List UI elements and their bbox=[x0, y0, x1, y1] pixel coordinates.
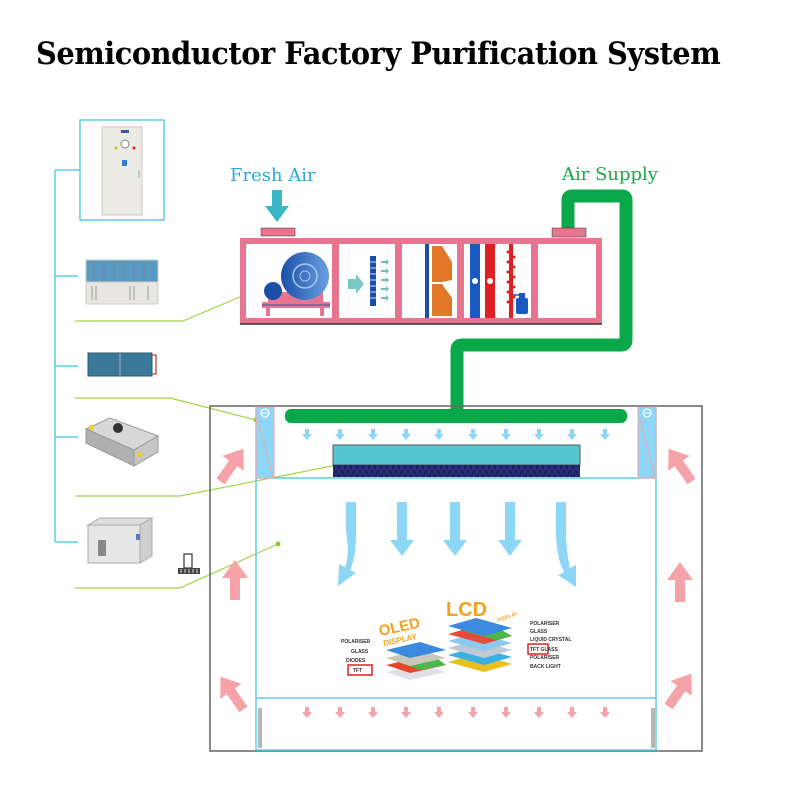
floor-return-arrow-icon bbox=[534, 707, 544, 718]
floor-return-arrow-icon bbox=[302, 707, 312, 718]
prefilter-icon bbox=[348, 256, 389, 306]
sensor-icon bbox=[178, 553, 200, 574]
fresh-air-arrow-icon bbox=[260, 190, 296, 237]
fresh-air-label: Fresh Air bbox=[230, 165, 316, 186]
air-cooled-chiller-icon[interactable] bbox=[85, 259, 159, 305]
fan-filter-unit-icon[interactable] bbox=[84, 417, 160, 467]
svg-text:POLARISER: POLARISER bbox=[341, 639, 371, 645]
downflow-arrow-icon bbox=[498, 502, 522, 556]
supply-plenum-duct bbox=[285, 409, 627, 423]
lcd-title: LCD bbox=[446, 599, 487, 621]
supply-arrow-icon bbox=[401, 429, 411, 440]
lcd-display-stack: LCD DISPLAY POLARISER GLASS LIQUID CRYST… bbox=[446, 599, 571, 672]
svg-text:TFT: TFT bbox=[353, 668, 362, 674]
floor-return-arrow-icon bbox=[401, 707, 411, 718]
supply-arrow-icon bbox=[534, 429, 544, 440]
supply-duct bbox=[450, 189, 633, 412]
svg-text:POLARISER: POLARISER bbox=[530, 621, 560, 627]
return-arrow-icon bbox=[664, 673, 692, 710]
supply-airflow-arrows bbox=[302, 429, 610, 440]
return-airflow-arrows bbox=[216, 448, 696, 713]
oled-display-stack: OLED DISPLAY POLARISER GLASS DIODES TFT bbox=[341, 615, 446, 680]
equipment-bus bbox=[54, 169, 80, 543]
floor-return-arrow-icon bbox=[468, 707, 478, 718]
coil-heat-exchanger-icon[interactable] bbox=[87, 352, 157, 377]
air-supply-label: Air Supply bbox=[561, 164, 659, 185]
return-air-column-right bbox=[637, 406, 657, 479]
hepa-filter bbox=[332, 444, 581, 477]
cleanroom-outer-wall bbox=[209, 405, 703, 752]
downflow-arrow-icon bbox=[443, 502, 467, 556]
return-air-column-left bbox=[255, 406, 275, 479]
svg-text:GLASS: GLASS bbox=[530, 629, 548, 635]
floor-return-arrow-icon bbox=[567, 707, 577, 718]
svg-text:POLARISER: POLARISER bbox=[530, 655, 560, 661]
air-supply-outlet bbox=[551, 227, 587, 238]
supply-arrow-icon bbox=[368, 429, 378, 440]
return-arrow-icon bbox=[220, 676, 248, 713]
svg-text:GLASS: GLASS bbox=[351, 649, 369, 655]
svg-text:BACK LIGHT: BACK LIGHT bbox=[530, 664, 561, 670]
air-handling-unit[interactable] bbox=[240, 238, 602, 325]
svg-text:LIQUID CRYSTAL: LIQUID CRYSTAL bbox=[530, 637, 571, 643]
supply-arrow-icon bbox=[600, 429, 610, 440]
curved-downflow-arrow-icon bbox=[556, 502, 576, 587]
floor-grille-left bbox=[258, 708, 262, 748]
return-arrow-icon bbox=[216, 448, 244, 485]
floor-return-arrow-icon bbox=[335, 707, 345, 718]
downflow-arrow-icon bbox=[390, 502, 414, 556]
supply-arrow-icon bbox=[567, 429, 577, 440]
supply-arrow-icon bbox=[501, 429, 511, 440]
floor-return-arrow-icon bbox=[368, 707, 378, 718]
floor-return-arrows bbox=[302, 707, 610, 718]
ceiling-air-handler-icon[interactable] bbox=[86, 517, 154, 564]
bag-filter-icon bbox=[425, 244, 452, 318]
supply-arrow-icon bbox=[468, 429, 478, 440]
lcd-subtitle: DISPLAY bbox=[497, 611, 520, 624]
diagram-title: Semiconductor Factory Purification Syste… bbox=[36, 36, 721, 72]
svg-text:DIODES: DIODES bbox=[346, 658, 366, 664]
control-cabinet-icon[interactable] bbox=[79, 119, 165, 221]
supply-arrow-icon bbox=[302, 429, 312, 440]
floor-return-arrow-icon bbox=[434, 707, 444, 718]
coil-humidifier-icon bbox=[470, 244, 528, 318]
fan-motor-icon bbox=[262, 252, 330, 316]
return-arrow-icon bbox=[668, 448, 696, 485]
floor-return-arrow-icon bbox=[501, 707, 511, 718]
return-arrow-icon bbox=[222, 560, 248, 600]
laminar-downflow-arrows bbox=[338, 502, 576, 587]
supply-arrow-icon bbox=[335, 429, 345, 440]
floor-return-arrow-icon bbox=[600, 707, 610, 718]
floor-grille-right bbox=[651, 708, 655, 748]
svg-text:TFT GLASS: TFT GLASS bbox=[530, 647, 558, 653]
curved-downflow-arrow-icon bbox=[338, 502, 356, 586]
supply-arrow-icon bbox=[434, 429, 444, 440]
return-arrow-icon bbox=[667, 562, 693, 602]
display-products-illustration: OLED DISPLAY POLARISER GLASS DIODES TFT … bbox=[341, 599, 571, 680]
